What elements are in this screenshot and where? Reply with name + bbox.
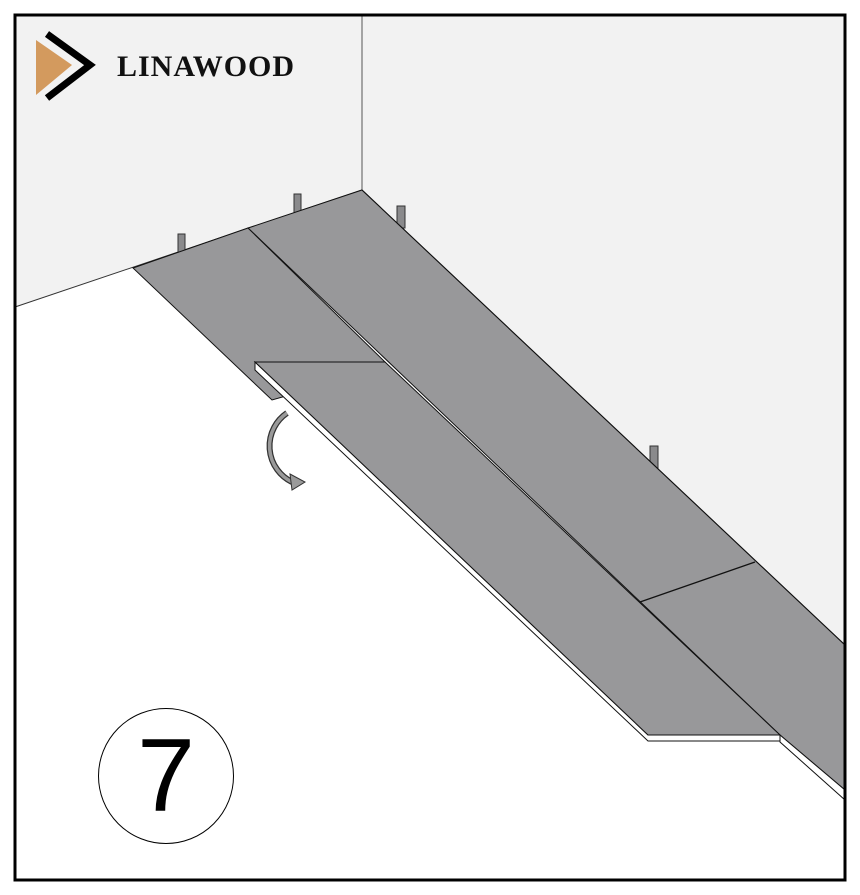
right-wall [362,15,845,645]
plank-row2-new [253,361,782,736]
rotate-arrow-icon [266,410,307,491]
brand-logo-icon [36,31,96,101]
step-number-badge: 7 [98,708,234,844]
brand-name: LINAWOOD [117,50,296,83]
panel-frame [13,13,847,882]
left-wall [15,15,362,307]
plank-row1-joint [639,561,756,603]
